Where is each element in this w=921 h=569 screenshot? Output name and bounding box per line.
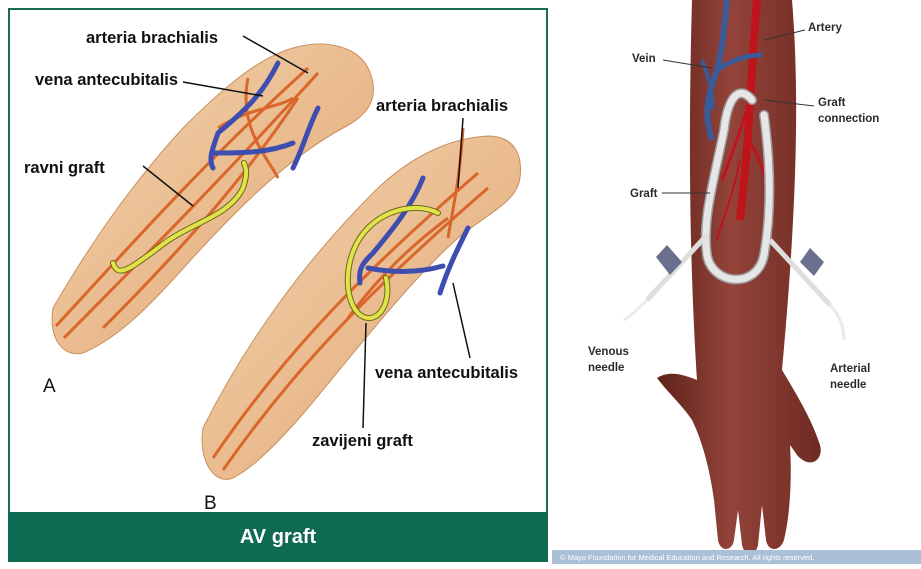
label-vein: Vein [632, 53, 656, 65]
av-graft-panel: arteria brachialis vena antecubitalis ra… [8, 8, 548, 564]
label-venous-needle-1: Venous [588, 346, 629, 358]
label-panel-a: A [43, 376, 56, 397]
label-ravni-graft: ravni graft [24, 159, 105, 177]
mayo-graft-illustration: Artery Vein Graft connection Graft Venou… [552, 0, 921, 564]
mayo-graft-panel: Artery Vein Graft connection Graft Venou… [552, 0, 921, 564]
label-arteria-brachialis-a: arteria brachialis [86, 29, 218, 47]
label-venous-needle-2: needle [588, 362, 624, 374]
label-arterial-needle-2: needle [830, 379, 866, 391]
arm-illustration [624, 0, 844, 553]
label-arterial-needle-1: Arterial [830, 363, 870, 375]
label-panel-b: B [204, 493, 217, 514]
label-artery: Artery [808, 22, 842, 34]
label-graft: Graft [630, 188, 658, 200]
footer-title: AV graft [240, 526, 317, 548]
label-graft-connection-2: connection [818, 113, 879, 125]
label-zavijeni-graft: zavijeni graft [312, 432, 413, 450]
label-graft-connection-1: Graft [818, 97, 846, 109]
label-vena-antecubitalis-a: vena antecubitalis [35, 71, 178, 89]
credit-text: © Mayo Foundation for Medical Education … [560, 553, 814, 562]
label-vena-antecubitalis-b: vena antecubitalis [375, 364, 518, 382]
label-arteria-brachialis-b: arteria brachialis [376, 97, 508, 115]
av-graft-illustration: arteria brachialis vena antecubitalis ra… [8, 8, 548, 564]
